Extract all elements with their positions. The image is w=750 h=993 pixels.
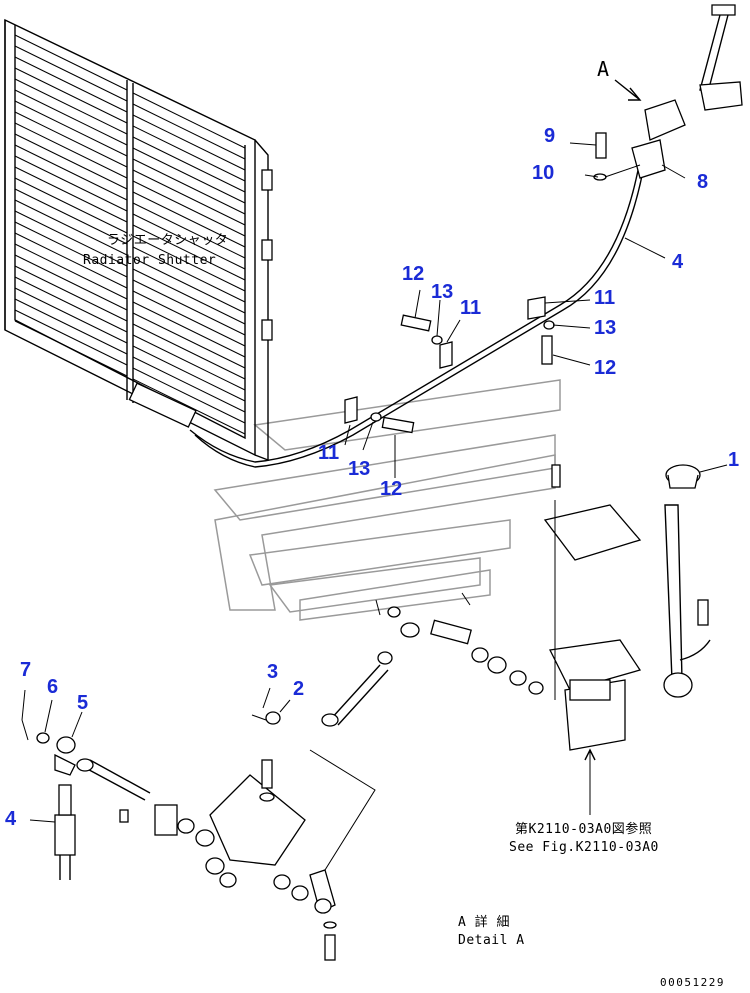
louver-slat [132,334,246,391]
louver-slat [132,257,246,314]
callout-8: 8 [697,171,709,193]
reference-jp: 第K2110-03A0図参照 [515,822,653,837]
callout-5: 5 [77,692,89,714]
louver-slat [14,177,128,234]
clamps [344,296,555,424]
louver-slat [132,279,246,336]
louver-slat [14,100,128,157]
detail-label-jp: A 詳 細 [458,915,510,930]
callout-1: 1 [728,449,740,471]
louver-slat [132,268,246,325]
callout-12-mid: 12 [402,263,425,285]
louver-slat [14,166,128,223]
callout-2: 2 [293,678,305,700]
callout-13-right: 13 [594,317,617,339]
louver-slat [14,320,128,377]
louver-slat [132,114,246,171]
louver-slat [14,56,128,113]
leader-lines [21,142,728,823]
louver-slat [14,276,128,333]
callout-12-left: 12 [380,478,403,500]
louver-slat [132,345,246,402]
louver-slat [14,133,128,190]
louver-slat [14,287,128,344]
lever-assembly [543,464,711,815]
louver-slat [132,246,246,303]
reference-en: See Fig.K2110-03A0 [509,840,659,855]
callout-11-right: 11 [594,287,616,309]
callout-4-cable: 4 [672,251,684,273]
louver-slat [132,202,246,259]
title-jp: ラジエータシャッタ [107,233,229,248]
louver-slat [132,92,246,149]
callout-13-mid: 13 [431,281,454,303]
louver-slat [132,103,246,160]
louver-slat [132,235,246,292]
louver-slat [132,301,246,358]
louver-slat [14,243,128,300]
lever-top [644,4,743,141]
louver-slat [14,144,128,201]
view-arrow [614,79,642,101]
louver-slat [132,356,246,413]
callout-10: 10 [532,162,555,184]
louver-slat [132,224,246,281]
louver-slat [14,265,128,322]
bracket-8 [604,139,666,179]
louver-slat [132,378,246,435]
louver-slat [132,290,246,347]
callout-11-left: 11 [318,442,340,464]
louver-slat [132,312,246,369]
louver-slat [14,309,128,366]
louver-slat [14,298,128,355]
louver-slat [132,136,246,193]
view-arrow-label: A [597,57,610,81]
radiator-shutter [4,18,273,462]
louver-slat [14,111,128,168]
louver-slat [132,323,246,380]
bolts [381,132,607,434]
louver-slat [14,232,128,289]
louver-slat [14,155,128,212]
callout-11-mid: 11 [460,297,482,319]
drawing-number: 00051229 [660,976,725,989]
louver-slat [14,34,128,91]
callout-6: 6 [47,676,59,698]
detail-a-assembly [21,711,376,961]
watermark-logo [213,379,561,621]
control-cable [189,159,646,468]
louver-slat [14,254,128,311]
louver-slat [14,45,128,102]
louver-slat [132,213,246,270]
callout-9: 9 [544,125,556,147]
louver-slat [14,89,128,146]
louver-slat [132,169,246,226]
title-en: Radiator Shutter [83,253,217,268]
louver-slat [14,78,128,135]
callout-12-right: 12 [594,357,617,379]
callout-4-end: 4 [5,808,17,830]
louver-slat [14,188,128,245]
louver-slat [14,221,128,278]
louver-slat [14,210,128,267]
callout-13-left: 13 [348,458,371,480]
callout-3: 3 [267,661,279,683]
louver-slat [132,125,246,182]
louver-slat [132,367,246,424]
louver-slat [132,147,246,204]
linkage-rod [321,592,544,727]
detail-label-en: Detail A [458,933,525,948]
louver-slat [132,180,246,237]
louver-slat [14,199,128,256]
louver-slat [132,158,246,215]
louver-slat [14,122,128,179]
callout-7: 7 [20,659,32,681]
louver-slat [14,67,128,124]
louver-slat [132,191,246,248]
